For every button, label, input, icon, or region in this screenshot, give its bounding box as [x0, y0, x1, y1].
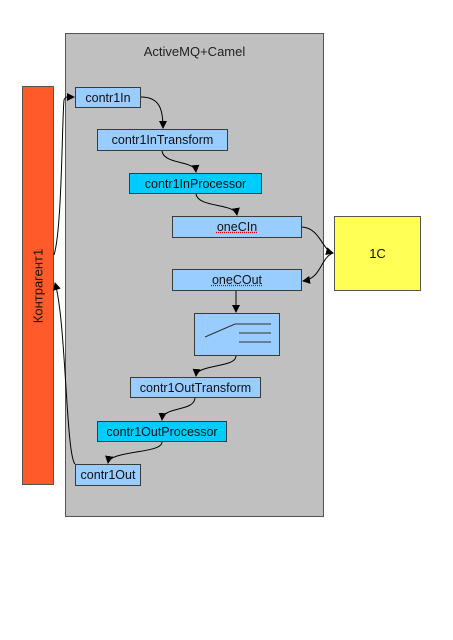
arrow-contr1OutTransform-to-contr1OutProcessor — [158, 397, 196, 421]
node-contr1OutTransform: contr1OutTransform — [130, 377, 261, 398]
node-contr1InTransform-label: contr1InTransform — [111, 133, 214, 147]
arrow-contr1Out-to-partner — [53, 282, 76, 465]
arrow-router-to-contr1OutTransform — [192, 355, 237, 377]
node-contr1InTransform: contr1InTransform — [97, 129, 228, 151]
node-contr1Out-label: contr1Out — [80, 468, 136, 482]
node-contr1Out: contr1Out — [75, 464, 141, 486]
router-box — [194, 313, 280, 356]
arrow-contr1InProcessor-to-oneCIn — [195, 193, 240, 216]
node-contr1OutProcessor-label: contr1OutProcessor — [106, 424, 218, 439]
partner-contragent1: Контрагент1 — [22, 86, 54, 485]
arrow-contr1InTransform-to-contr1InProcessor — [161, 150, 200, 173]
node-contr1In-label: contr1In — [85, 90, 131, 105]
arrow-partner-to-contr1In — [53, 92, 75, 256]
external-1c-system: 1C — [334, 216, 421, 291]
node-oneCIn-label: oneCIn — [216, 220, 258, 234]
node-contr1OutProcessor: contr1OutProcessor — [97, 421, 227, 442]
node-contr1InProcessor: contr1InProcessor — [129, 173, 262, 194]
node-contr1In: contr1In — [75, 87, 141, 108]
switch-router-icon — [204, 323, 271, 343]
node-contr1OutTransform-label: contr1OutTransform — [139, 380, 252, 395]
arrow-1c-to-oneCOut — [302, 252, 334, 284]
arrow-contr1In-to-contr1InTransform — [140, 96, 167, 129]
node-oneCOut: oneCOut — [172, 269, 302, 291]
arrow-oneCIn-to-1c — [301, 226, 334, 256]
arrow-contr1OutProcessor-to-contr1Out — [105, 441, 163, 464]
container-title: ActiveMQ+Camel — [143, 44, 246, 59]
node-oneCIn: oneCIn — [172, 216, 302, 238]
external-1c-label: 1C — [369, 246, 386, 261]
node-oneCOut-label: oneCOut — [211, 273, 263, 287]
node-contr1InProcessor-label: contr1InProcessor — [144, 176, 247, 191]
